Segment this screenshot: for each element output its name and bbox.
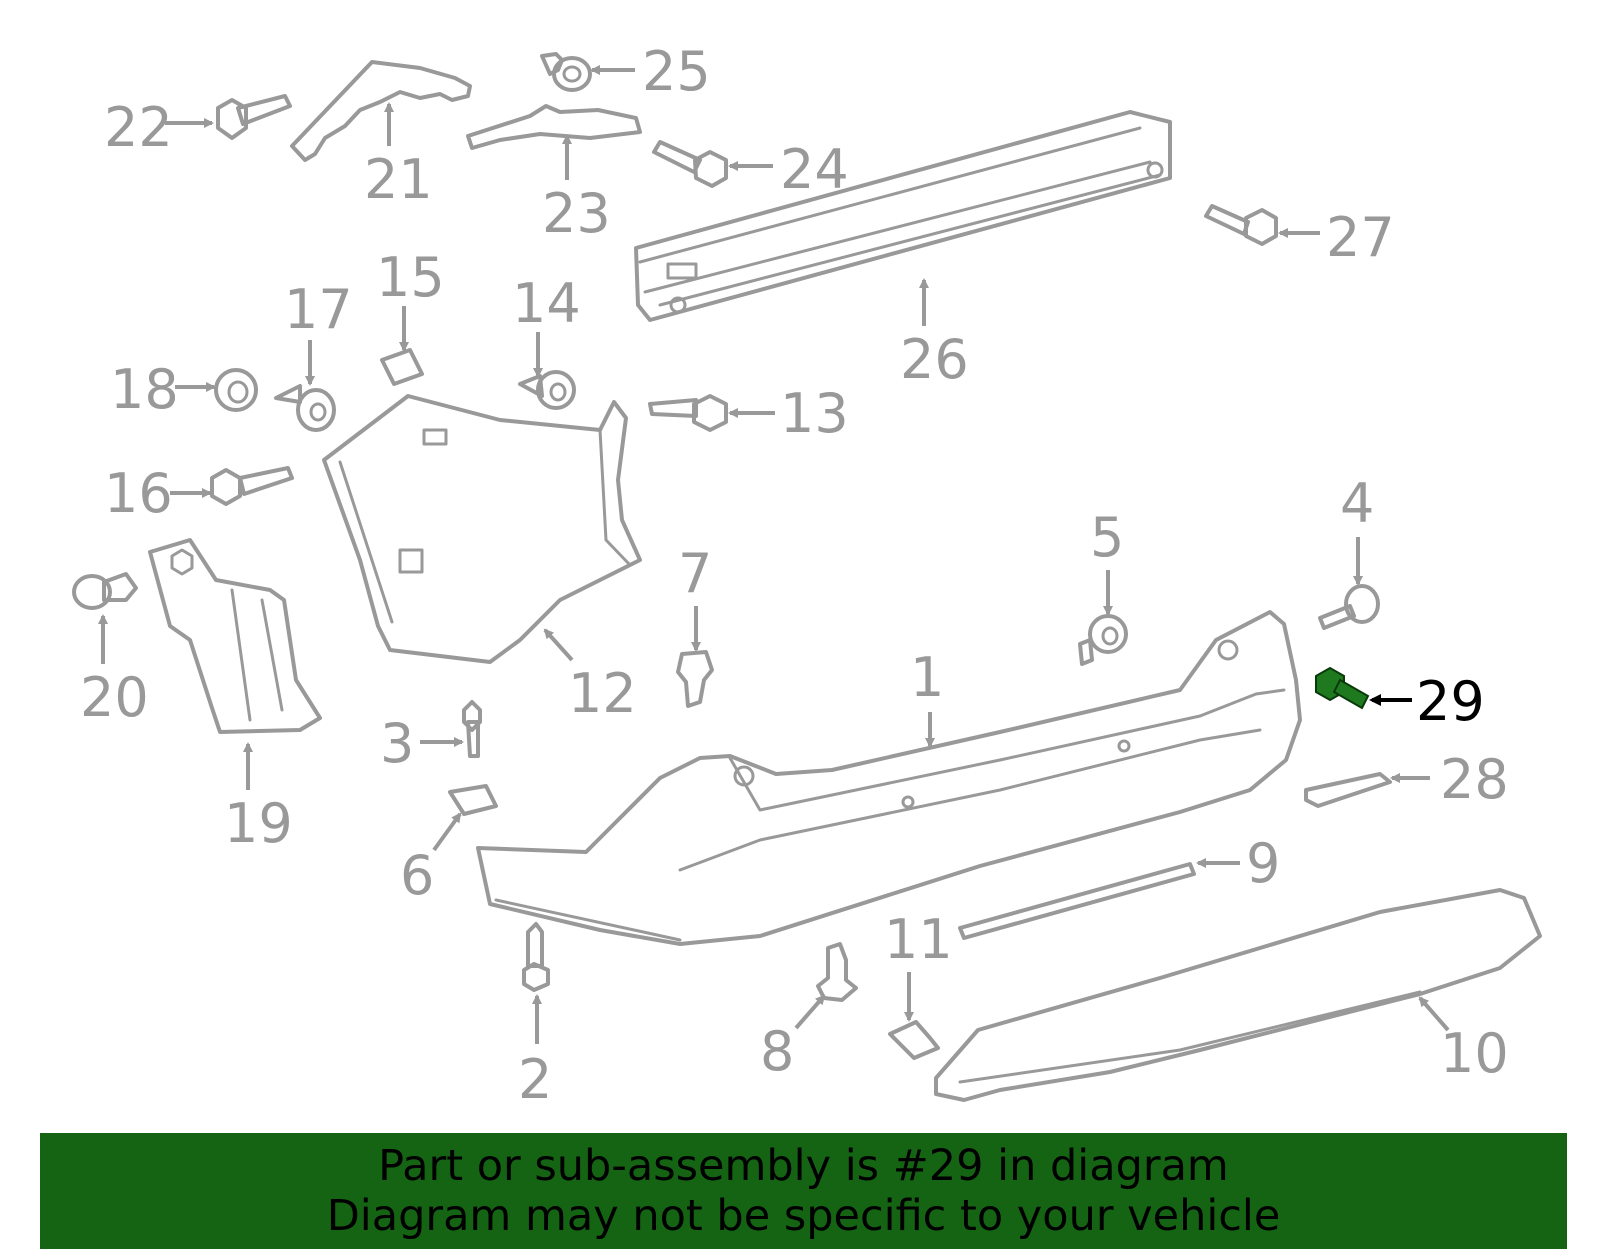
callout-23: 23 — [542, 182, 611, 245]
part-12-side-retainer — [322, 394, 642, 664]
part-14-clip — [518, 370, 576, 410]
callout-25: 25 — [642, 40, 711, 103]
part-7-clip — [676, 650, 714, 708]
part-1-bumper-cover — [476, 610, 1302, 946]
banner-line-1: Part or sub-assembly is #29 in diagram — [378, 1141, 1229, 1191]
callout-1: 1 — [910, 646, 944, 709]
part-2-bolt — [522, 922, 550, 992]
part-18-nut — [214, 368, 258, 412]
part-10-lower-cover — [934, 888, 1542, 1102]
callout-26: 26 — [900, 328, 969, 391]
part-8-stud — [816, 942, 858, 1002]
part-16-bolt — [210, 466, 294, 506]
callout-11: 11 — [884, 908, 953, 971]
callout-17: 17 — [284, 278, 353, 341]
part-29-bolt-highlighted — [1315, 666, 1370, 710]
part-21-bracket — [290, 60, 472, 162]
info-banner: Part or sub-assembly is #29 in diagram D… — [40, 1133, 1567, 1249]
callout-21: 21 — [364, 148, 433, 211]
part-9-strip — [958, 862, 1196, 940]
part-22-bolt — [216, 94, 292, 140]
callout-13: 13 — [780, 382, 849, 445]
callout-5: 5 — [1090, 506, 1124, 569]
callout-18: 18 — [110, 358, 179, 421]
part-11-clip — [888, 1020, 940, 1060]
callout-7: 7 — [678, 542, 712, 605]
part-13-bolt — [648, 394, 728, 432]
part-17-nut — [274, 384, 336, 432]
arrow-6 — [432, 812, 462, 852]
callout-27: 27 — [1326, 206, 1395, 269]
callout-29: 29 — [1416, 670, 1485, 733]
arrow-10 — [1418, 996, 1450, 1032]
part-5-clip — [1078, 614, 1128, 666]
callout-9: 9 — [1246, 832, 1280, 895]
part-3-bolt — [462, 700, 482, 758]
part-19-bracket — [148, 538, 322, 734]
callout-28: 28 — [1440, 748, 1509, 811]
arrow-12 — [543, 628, 574, 662]
part-15-clip — [380, 348, 424, 386]
part-27-bolt — [1204, 204, 1278, 246]
part-20-clip — [72, 572, 138, 610]
part-26-reinforcement-beam — [634, 110, 1172, 322]
callout-labels: 1 2 3 4 5 6 7 8 9 10 11 12 13 14 15 16 1… — [80, 40, 1509, 1111]
callout-3: 3 — [380, 712, 414, 775]
callout-4: 4 — [1340, 472, 1374, 535]
callout-10: 10 — [1440, 1022, 1509, 1085]
leader-arrows — [98, 65, 1450, 1044]
callout-19: 19 — [224, 792, 293, 855]
part-6-clip — [448, 784, 498, 816]
part-24-bolt — [652, 140, 728, 188]
callout-12: 12 — [568, 662, 637, 725]
callout-8: 8 — [760, 1020, 794, 1083]
part-25-clip — [540, 52, 592, 92]
part-23-bracket — [466, 104, 642, 150]
callout-22: 22 — [104, 96, 173, 159]
callout-14: 14 — [512, 272, 581, 335]
callout-24: 24 — [780, 138, 849, 201]
callout-6: 6 — [400, 844, 434, 907]
part-28-reflector — [1304, 772, 1392, 808]
callout-15: 15 — [376, 246, 445, 309]
callout-16: 16 — [104, 462, 173, 525]
banner-line-2: Diagram may not be specific to your vehi… — [326, 1191, 1281, 1241]
callout-2: 2 — [518, 1048, 552, 1111]
part-4-screw — [1318, 584, 1380, 630]
arrow-8 — [794, 994, 826, 1030]
callout-20: 20 — [80, 666, 149, 729]
